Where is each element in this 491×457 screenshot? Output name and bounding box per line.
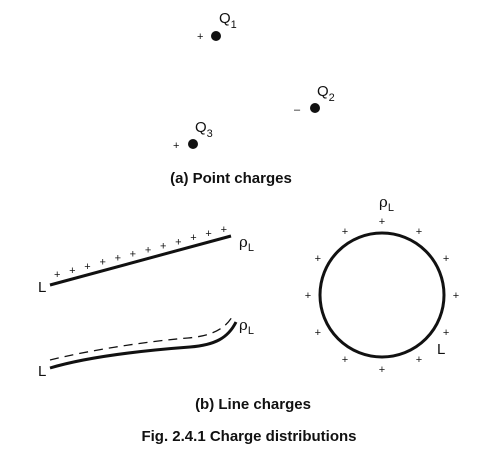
straight-line	[49, 234, 232, 287]
plus-sign: +	[315, 327, 321, 339]
plus-sign: +	[305, 290, 311, 302]
figure-caption: Fig. 2.4.1 Charge distributions	[141, 428, 356, 445]
charge-dot	[310, 103, 320, 113]
rho-symbol: ρ	[239, 233, 248, 251]
curved-line	[49, 321, 238, 370]
plus-sign: +	[99, 257, 105, 269]
plus-sign: +	[160, 240, 166, 252]
plus-sign: +	[443, 327, 449, 339]
plus-sign: +	[342, 354, 348, 366]
plus-sign: +	[205, 228, 211, 240]
charge-index: 1	[231, 19, 237, 31]
rho-subscript: L	[388, 202, 394, 214]
point-charge-q3: + Q3	[173, 119, 213, 152]
rho-l-label: ρL	[239, 316, 254, 337]
charge-sign: +	[197, 31, 203, 43]
charge-label: Q3	[195, 119, 213, 140]
plus-sign: +	[416, 354, 422, 366]
plus-sign: +	[342, 226, 348, 238]
charge-symbol: Q	[317, 83, 329, 100]
ring-label: L	[437, 341, 445, 358]
straight-line-charge: ++++++++++++ L ρL	[38, 224, 254, 296]
plus-sign: +	[115, 253, 121, 265]
plus-sign: +	[315, 253, 321, 265]
rho-symbol: ρ	[379, 193, 388, 211]
plus-sign: +	[453, 290, 459, 302]
line-end-label: L	[38, 363, 46, 380]
charge-sign: +	[173, 140, 179, 152]
charge-symbol: Q	[219, 10, 231, 27]
charge-label: Q2	[317, 83, 335, 104]
plus-sign: +	[175, 236, 181, 248]
line-charges-caption: (b) Line charges	[195, 396, 311, 413]
charge-dot	[211, 31, 221, 41]
dashed-charge-outline	[49, 316, 233, 361]
charge-label: Q1	[219, 10, 237, 31]
plus-sign: +	[84, 261, 90, 273]
charge-sign: –	[294, 104, 301, 116]
curved-line-charge: L ρL	[38, 316, 254, 380]
plus-sign: +	[54, 269, 60, 281]
straight-line-plus-signs: + + + + + + + + + + + +	[54, 224, 227, 281]
plus-sign: +	[130, 249, 136, 261]
plus-sign: +	[145, 245, 151, 257]
point-charges-caption: (a) Point charges	[170, 170, 292, 187]
charge-dot	[188, 139, 198, 149]
charge-symbol: Q	[195, 119, 207, 136]
ring	[318, 231, 446, 359]
rho-subscript: L	[248, 242, 254, 254]
line-end-label: L	[38, 279, 46, 296]
ring-line-charge: ++++++++++++ ρL L	[305, 193, 459, 376]
plus-sign: +	[221, 224, 227, 236]
charge-index: 3	[207, 128, 213, 140]
ring-plus-signs: + + + + + + + + + + + +	[305, 216, 459, 376]
rho-l-label: ρL	[239, 233, 254, 254]
plus-sign: +	[379, 216, 385, 228]
rho-symbol: ρ	[239, 316, 248, 334]
point-charge-q1: + Q1	[197, 10, 237, 43]
rho-subscript: L	[248, 325, 254, 337]
point-charge-q2: – Q2	[294, 83, 335, 116]
plus-sign: +	[416, 226, 422, 238]
plus-sign: +	[443, 253, 449, 265]
plus-sign: +	[190, 232, 196, 244]
plus-sign: +	[379, 364, 385, 376]
plus-sign: +	[69, 265, 75, 277]
charge-index: 2	[329, 92, 335, 104]
rho-l-label: ρL	[379, 193, 394, 214]
